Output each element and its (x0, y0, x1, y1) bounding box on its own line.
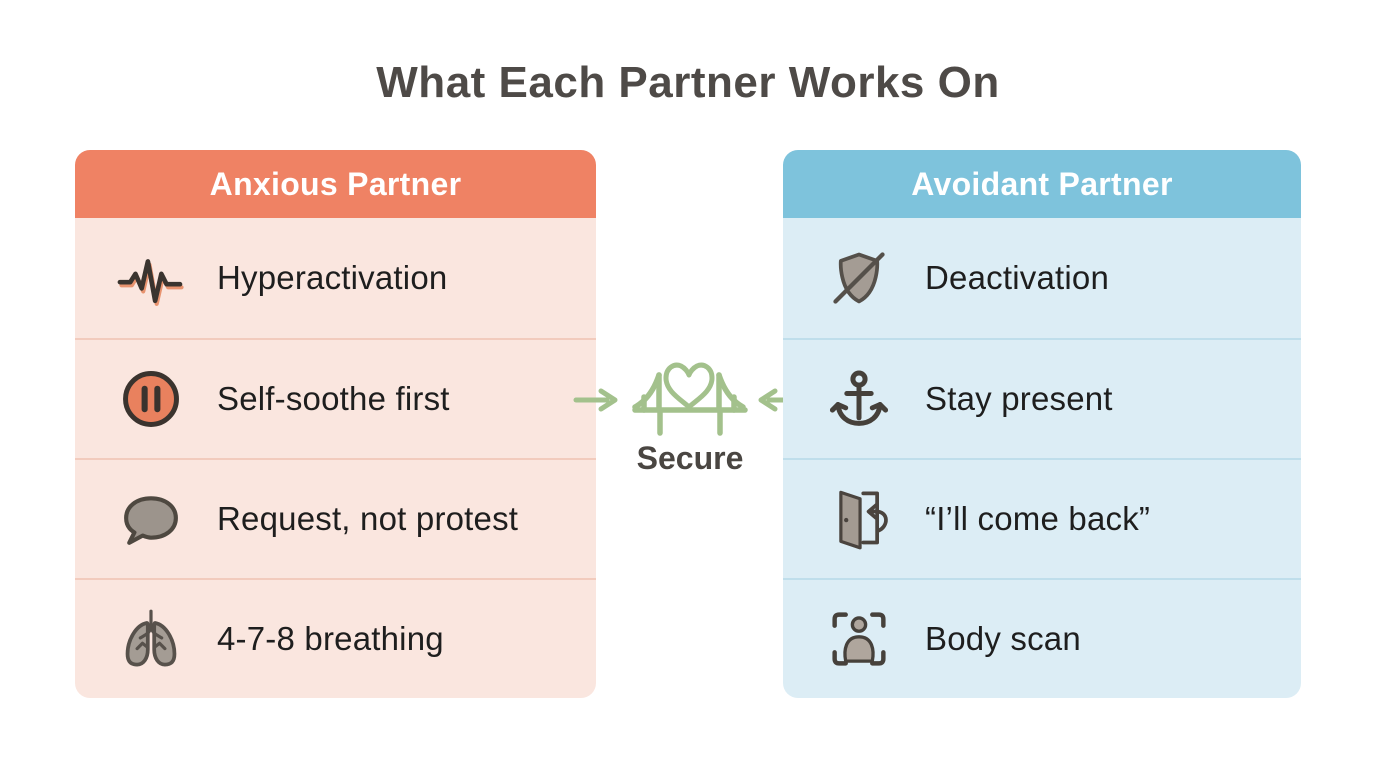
table-row: Hyperactivation (75, 218, 596, 338)
avoidant-partner-rows: Deactivation Stay pre (783, 218, 1301, 698)
avoidant-partner-column: Avoidant Partner Deactivation (783, 150, 1301, 698)
bridge-heart-icon (632, 362, 748, 436)
row-label: Body scan (925, 620, 1081, 657)
row-label: Self-soothe first (217, 380, 450, 417)
row-label: “I’ll come back” (925, 500, 1151, 537)
lungs-icon (109, 597, 193, 681)
table-row: “I’ll come back” (783, 458, 1301, 578)
table-row: Stay present (783, 338, 1301, 458)
row-label: 4-7-8 breathing (217, 620, 444, 657)
table-row: Deactivation (783, 218, 1301, 338)
table-row: 4-7-8 breathing (75, 578, 596, 698)
anxious-partner-header: Anxious Partner (75, 150, 596, 218)
shield-slash-icon (817, 236, 901, 320)
anchor-icon (817, 357, 901, 441)
row-label: Hyperactivation (217, 259, 448, 296)
door-return-icon (817, 477, 901, 561)
secure-label: Secure (636, 440, 744, 476)
speech-bubble-icon (109, 477, 193, 561)
row-label: Request, not protest (217, 500, 519, 537)
table-row: Self-soothe first (75, 338, 596, 458)
table-row: Request, not protest (75, 458, 596, 578)
avoidant-partner-header: Avoidant Partner (783, 150, 1301, 218)
pause-icon (109, 357, 193, 441)
table-row: Body scan (783, 578, 1301, 698)
pulse-waveform-icon (109, 236, 193, 320)
anxious-partner-column: Anxious Partner Hyperactivation (75, 150, 596, 698)
page-title: What Each Partner Works On (376, 58, 1000, 107)
row-label: Stay present (925, 380, 1113, 417)
left-to-center-arrow-icon (573, 388, 618, 412)
row-label: Deactivation (925, 259, 1109, 296)
anxious-partner-rows: Hyperactivation Self-soothe first (75, 218, 596, 698)
body-scan-icon (817, 597, 901, 681)
